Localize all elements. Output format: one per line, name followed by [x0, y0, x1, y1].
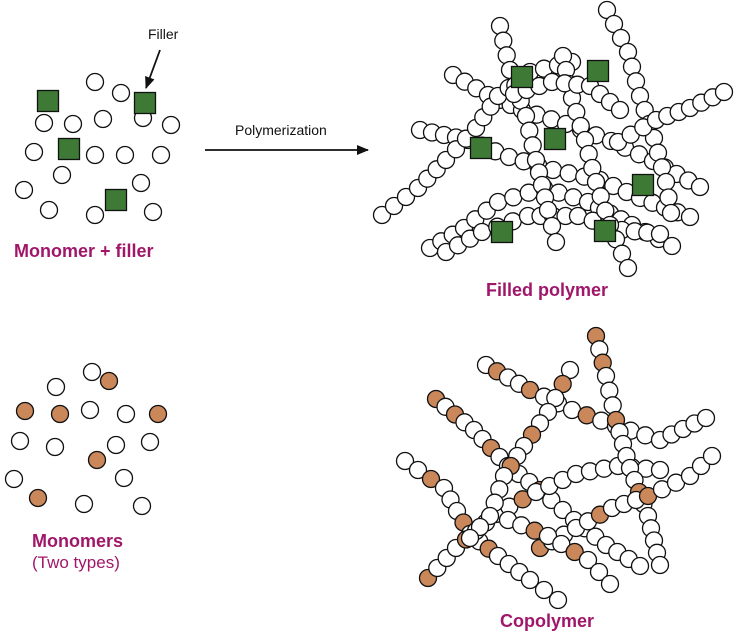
- filler-particle: [631, 173, 655, 197]
- monomer-a-circle: [520, 570, 540, 590]
- monomer-a-circle: [74, 494, 94, 514]
- copolymer-caption: Copolymer: [500, 611, 595, 631]
- monomer-b-circle: [99, 371, 119, 391]
- monomer-circle: [115, 145, 135, 165]
- monomer-a-circle: [4, 469, 24, 489]
- monomer-circle: [24, 142, 44, 162]
- monomer-a-circle: [659, 188, 678, 207]
- filler-particle: [469, 136, 493, 160]
- monomer-a-circle: [82, 362, 102, 382]
- filler-particle: [593, 219, 617, 243]
- monomers-group: [4, 362, 168, 516]
- filler-particle: [510, 65, 534, 89]
- monomer-filler-group: [14, 72, 181, 225]
- monomer-a-circle: [650, 224, 670, 244]
- monomer-circle: [85, 145, 105, 165]
- filler-particle: [133, 91, 157, 115]
- monomer-a-circle: [542, 216, 562, 236]
- monomer-circle: [111, 83, 131, 103]
- monomer-circle: [52, 165, 72, 185]
- monomer-a-circle: [552, 534, 571, 554]
- monomer-circle: [161, 115, 181, 135]
- filler-particle: [104, 188, 128, 212]
- monomer-a-circle: [696, 408, 716, 428]
- monomer-a-circle: [600, 574, 620, 594]
- filled-polymer-caption: Filled polymer: [486, 280, 609, 300]
- monomer-a-circle: [80, 400, 100, 420]
- monomer-circle: [93, 109, 113, 129]
- monomer-b-circle: [50, 404, 70, 424]
- monomer-a-circle: [488, 192, 508, 212]
- monomer-a-circle: [662, 236, 682, 256]
- monomer-b-circle: [553, 374, 572, 394]
- monomer-b-circle: [148, 404, 168, 424]
- monomer-a-circle: [534, 580, 554, 600]
- two-types-caption: (Two types): [32, 553, 120, 572]
- monomer-a-circle: [460, 528, 480, 548]
- filled-polymer-group: [372, 0, 734, 278]
- monomer-circle: [63, 114, 83, 134]
- monomer-a-circle: [116, 404, 136, 424]
- monomer-circle: [143, 202, 163, 222]
- monomer-a-circle: [46, 377, 66, 397]
- monomer-a-circle: [559, 164, 578, 183]
- monomer-a-circle: [680, 207, 700, 227]
- monomer-a-circle: [548, 590, 568, 610]
- monomer-circle: [131, 173, 151, 193]
- monomer-a-circle: [538, 526, 558, 546]
- monomer-a-circle: [690, 177, 710, 197]
- monomer-a-circle: [114, 468, 134, 488]
- monomer-a-circle: [538, 200, 558, 220]
- monomer-a-circle: [589, 562, 609, 582]
- monomer-a-circle: [408, 460, 428, 480]
- monomer-a-circle: [650, 555, 670, 575]
- monomer-filler-caption: Monomer + filler: [14, 241, 154, 261]
- filler-particle: [490, 220, 514, 244]
- monomer-a-circle: [661, 203, 681, 223]
- filler-particle: [586, 59, 610, 83]
- monomer-a-circle: [618, 258, 638, 278]
- monomer-b-circle: [565, 542, 584, 562]
- filler-pointer-arrow: [145, 49, 161, 89]
- monomer-circle: [85, 205, 105, 225]
- monomer-a-circle: [546, 232, 566, 252]
- monomer-a-circle: [140, 432, 160, 452]
- monomer-a-circle: [650, 460, 670, 480]
- monomer-b-circle: [15, 401, 35, 421]
- monomer-b-circle: [87, 450, 107, 470]
- monomer-b-circle: [421, 469, 441, 489]
- filler-particle: [543, 127, 567, 151]
- monomer-a-circle: [504, 188, 523, 207]
- monomer-circle: [39, 200, 59, 220]
- monomer-a-circle: [714, 82, 734, 102]
- monomer-a-circle: [395, 451, 415, 471]
- monomers-caption: Monomers: [32, 531, 124, 551]
- monomer-a-circle: [578, 550, 598, 570]
- monomer-a-circle: [10, 431, 30, 451]
- monomer-circle: [85, 72, 105, 92]
- filler-particle: [36, 89, 60, 113]
- monomer-circle: [14, 180, 34, 200]
- filler-particle: [57, 137, 81, 161]
- monomer-circle: [34, 113, 54, 133]
- filler-label: Filler: [148, 26, 179, 42]
- monomer-a-circle: [45, 437, 65, 457]
- monomer-circle: [151, 145, 171, 165]
- monomer-b-circle: [28, 488, 48, 508]
- monomer-a-circle: [132, 496, 152, 516]
- monomer-a-circle: [472, 222, 492, 242]
- monomer-a-circle: [630, 556, 650, 576]
- polymerization-label: Polymerization: [235, 122, 327, 138]
- monomer-a-circle: [106, 435, 126, 455]
- monomer-a-circle: [656, 172, 676, 192]
- copolymer-group: [395, 326, 722, 610]
- monomer-a-circle: [702, 446, 722, 466]
- monomer-a-circle: [610, 100, 630, 120]
